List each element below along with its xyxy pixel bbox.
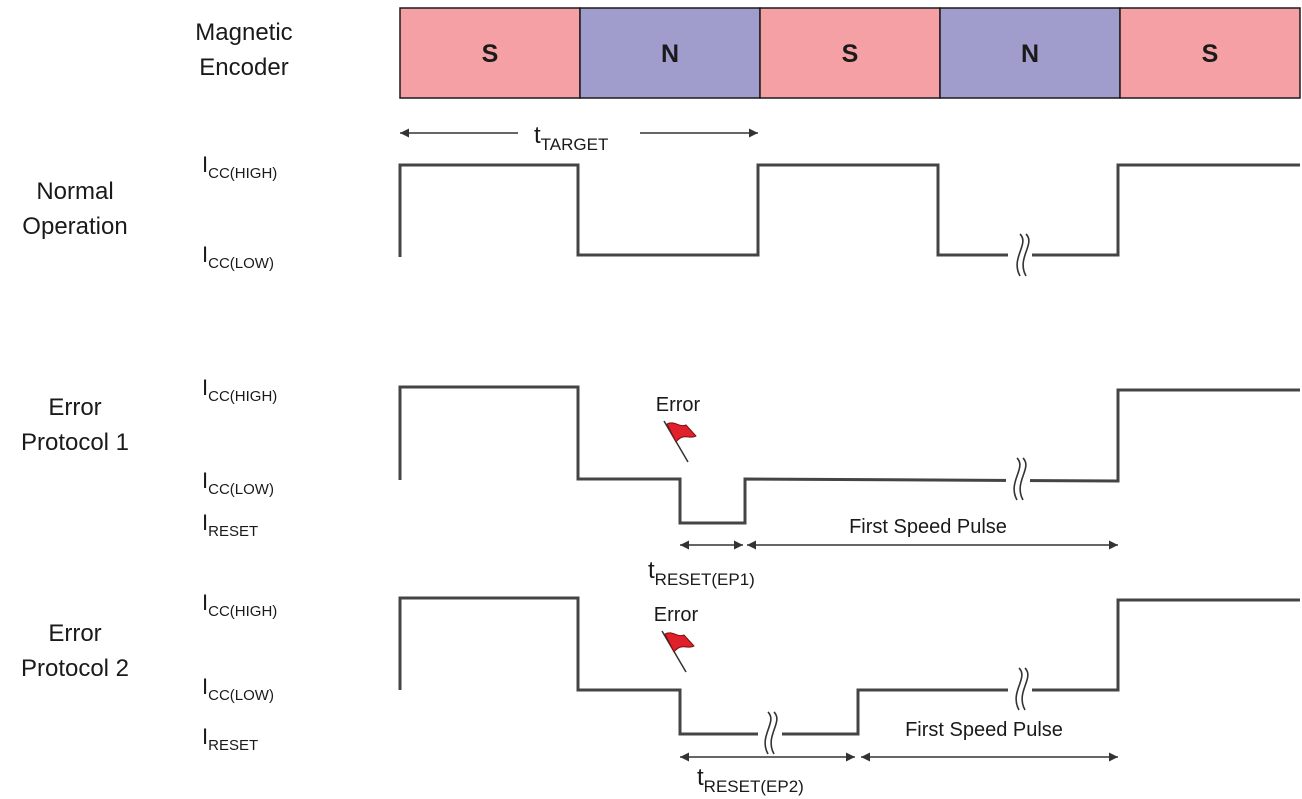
error-label: Error	[656, 394, 701, 416]
error-protocol-2-waveform	[398, 596, 1300, 736]
error-flag-icon	[661, 630, 695, 673]
time-break-symbol	[1006, 457, 1030, 501]
encoder-pole-s	[759, 7, 941, 99]
icc-low-label: ICC(LOW)	[202, 674, 274, 704]
pole-label: N	[661, 40, 679, 68]
first-speed-pulse-label: First Speed Pulse	[905, 719, 1063, 741]
time-break-symbol	[1008, 233, 1032, 277]
normal-operation-waveform	[398, 163, 1300, 257]
pole-label: S	[842, 40, 859, 68]
error-label: Error	[654, 604, 699, 626]
pole-label: S	[482, 40, 499, 68]
time-break-symbol	[758, 711, 782, 755]
icc-high-label: ICC(HIGH)	[202, 590, 277, 620]
normal-operation-label-line2: Operation	[22, 213, 127, 240]
encoder-pole-n	[939, 7, 1121, 99]
ireset-label: IRESET	[202, 510, 258, 540]
error-flag-icon	[663, 420, 697, 463]
icc-high-label: ICC(HIGH)	[202, 375, 277, 405]
error-protocol-1-label-line2: Protocol 1	[21, 429, 129, 456]
pole-label: N	[1021, 40, 1039, 68]
encoder-pole-s	[399, 7, 581, 99]
encoder-pole-n	[579, 7, 761, 99]
first-speed-pulse-label: First Speed Pulse	[849, 516, 1007, 538]
error-protocol-2-label-line2: Protocol 2	[21, 655, 129, 682]
t-reset-ep1-label: tRESET(EP1)	[648, 557, 755, 589]
encoder-pole-s	[1119, 7, 1301, 99]
encoder-label-line1: Magnetic	[195, 19, 292, 46]
pole-label: S	[1202, 40, 1219, 68]
icc-high-label: ICC(HIGH)	[202, 152, 277, 182]
t-target-label: tTARGET	[534, 122, 608, 154]
error-protocol-1-waveform	[398, 385, 1300, 525]
ireset-label: IRESET	[202, 724, 258, 754]
icc-low-label: ICC(LOW)	[202, 468, 274, 498]
t-reset-ep2-label: tRESET(EP2)	[697, 764, 804, 796]
normal-operation-label-line1: Normal	[36, 178, 113, 205]
magnetic-encoder-strip: S N S N S	[399, 7, 1301, 99]
error-protocol-1-label-line1: Error	[48, 394, 101, 421]
encoder-label-line2: Encoder	[199, 54, 288, 81]
error-protocol-2-label-line1: Error	[48, 620, 101, 647]
time-break-symbol	[1008, 667, 1032, 711]
icc-low-label: ICC(LOW)	[202, 242, 274, 272]
